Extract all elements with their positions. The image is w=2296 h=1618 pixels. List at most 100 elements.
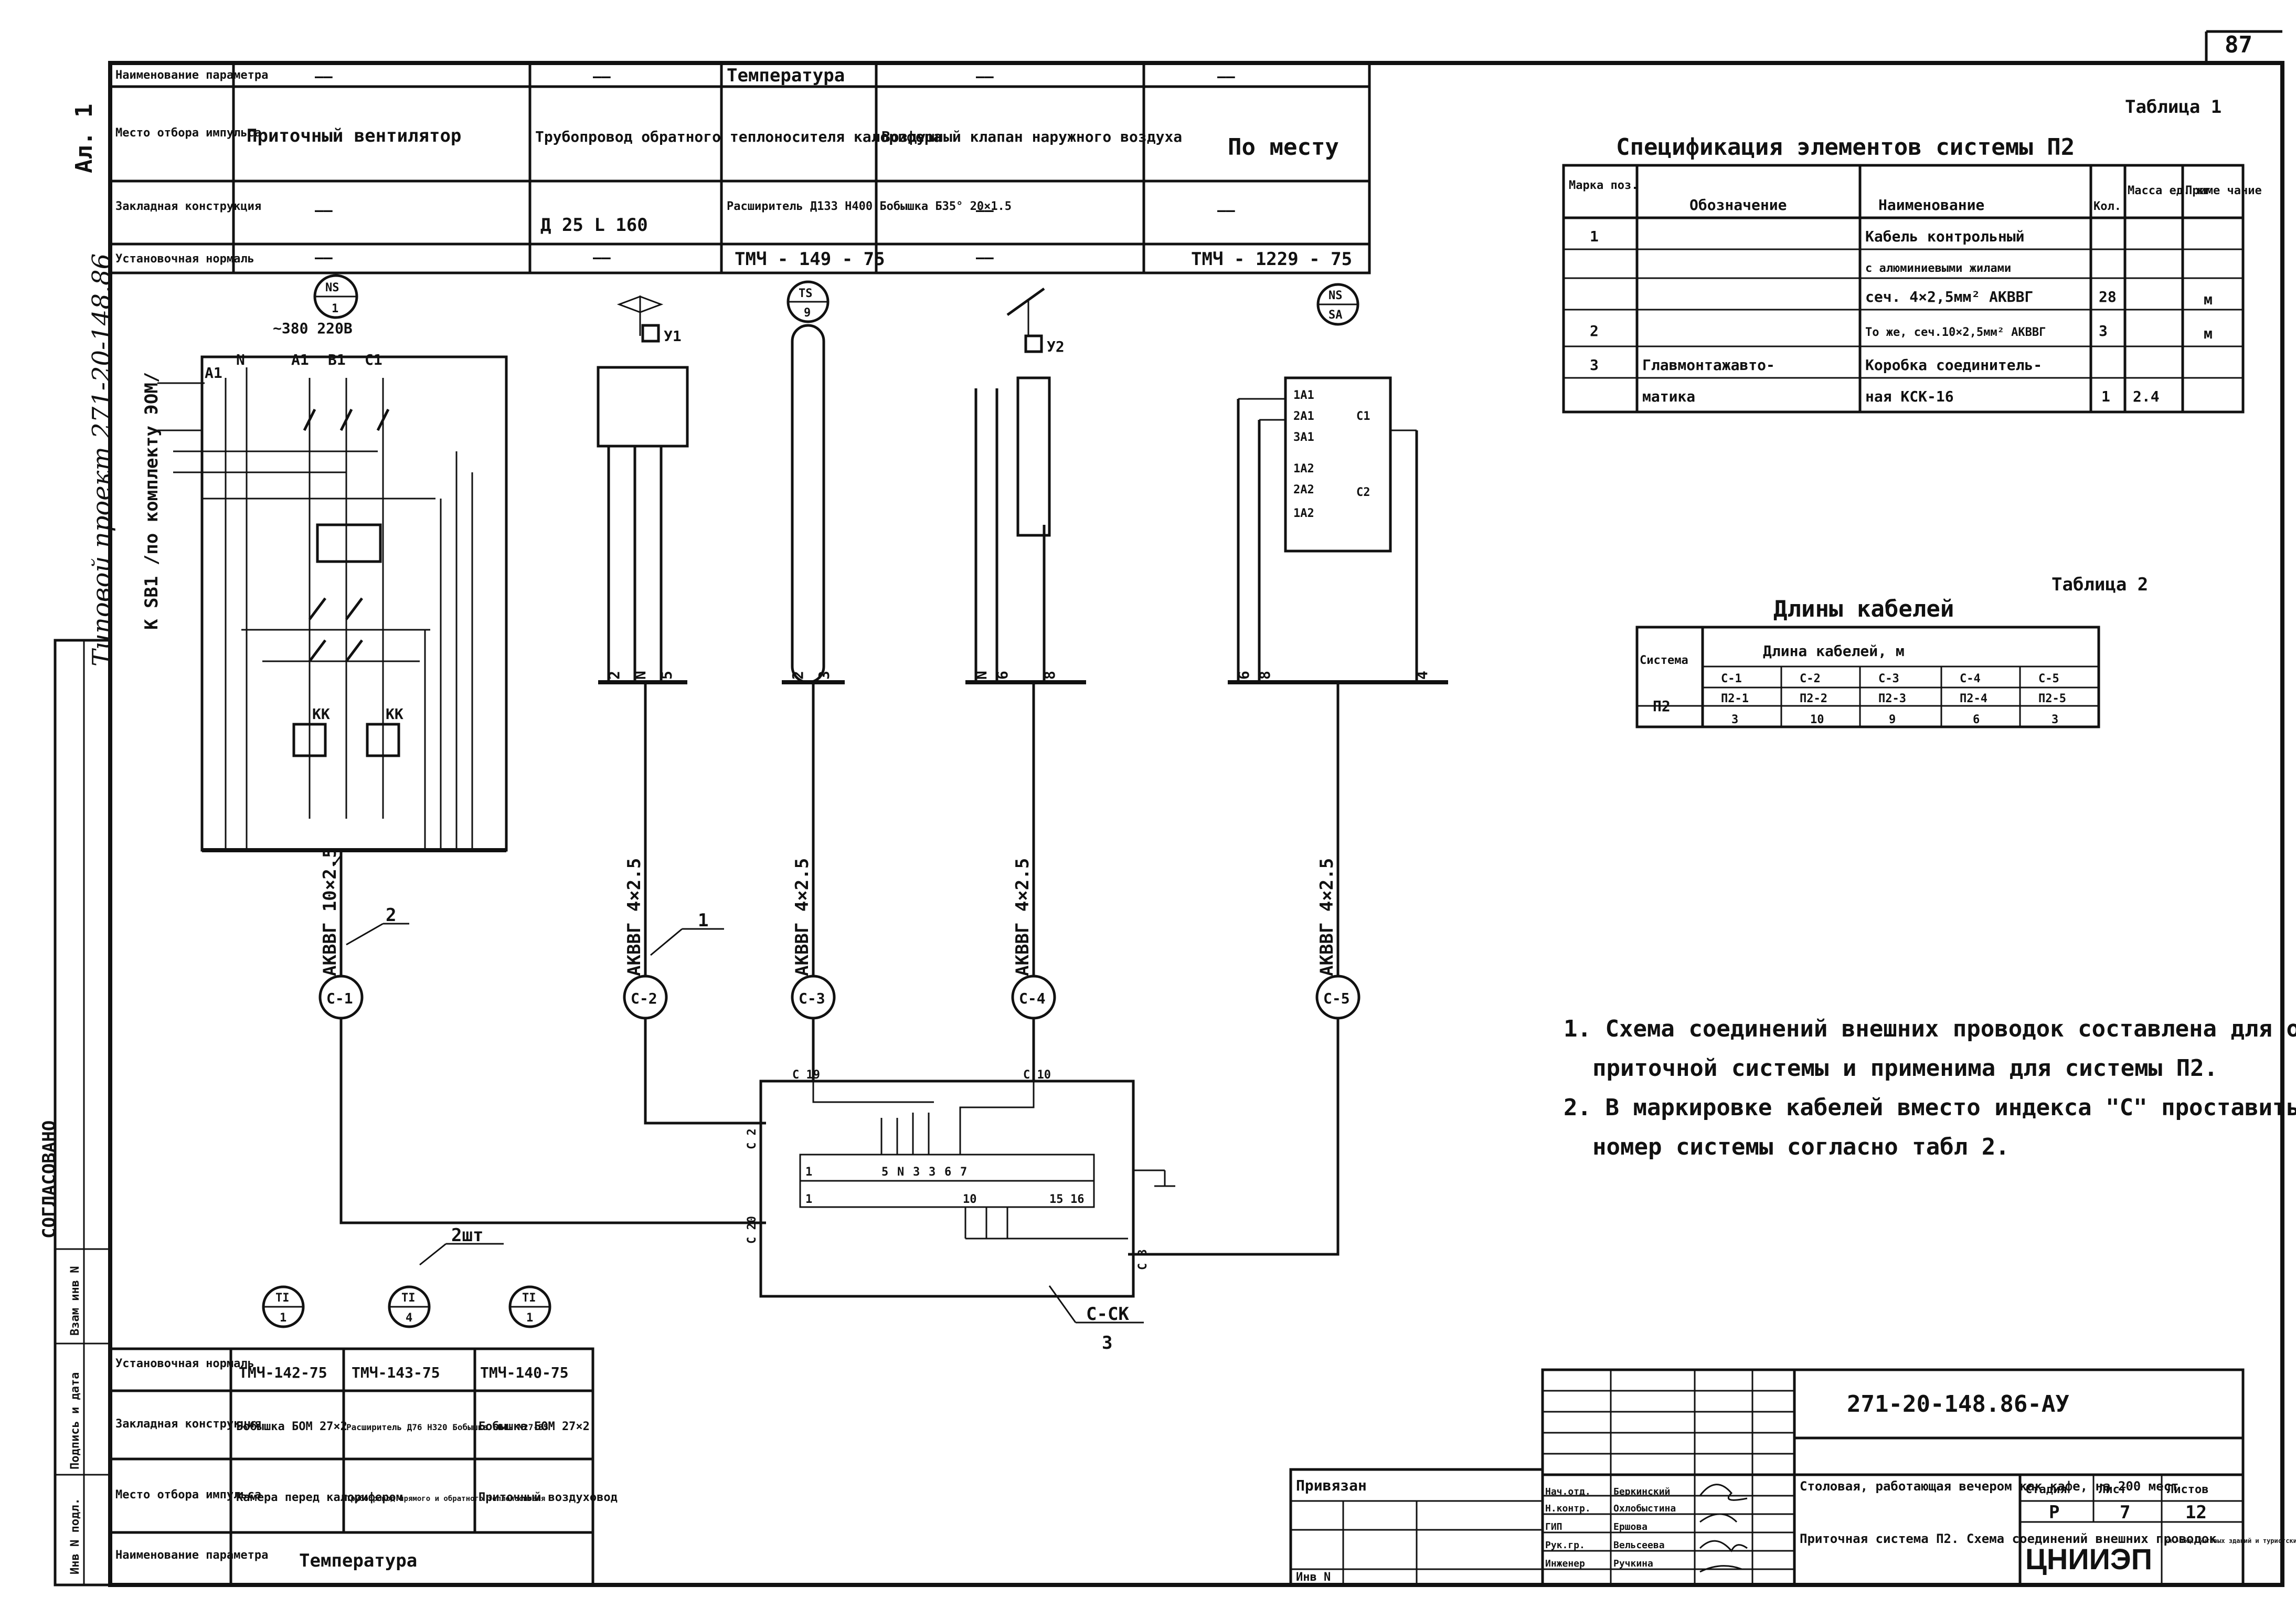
terminal-label: 5 [658,671,675,680]
terminal-label: 6 [994,671,1011,680]
valve-y1-label: У1 [664,327,682,345]
box-port: С 2 [746,1128,759,1149]
ti-tag-number: 1 [526,1312,533,1325]
row-label: Место отбора импульса [115,1488,261,1501]
cell-param: Температура [299,1550,417,1571]
cable-id: С-2 [631,990,657,1007]
row-label: Наименование параметра [115,1549,268,1562]
role-label: Инженер [1545,1558,1585,1569]
table2-value: 6 [1973,713,1980,726]
document-code: 271-20-148.86-АУ [1847,1391,2069,1418]
title-block: Привязан Инв N Нач.отд. Н.контр. ГИП Рук… [1289,1368,2296,1587]
table1-label: Таблица 1 [2125,97,2221,118]
cell-normal: ТМЧ-143-75 [352,1364,440,1381]
object-name: Столовая, работающая вечером как кафе, н… [1800,1479,2178,1494]
table2-value: 3 [1731,713,1738,726]
cell-place: Камера перед калорифером [236,1491,403,1504]
table1-cell: м [2204,325,2213,342]
ti-tags: TI 1 TI 4 TI 1 [262,1285,551,1328]
box-terminal: N [897,1166,904,1179]
table1-title: Спецификация элементов системы П2 [1616,134,2075,161]
table1-cell: с алюминиевыми жилами [1865,262,2011,275]
table1-header: Марка поз. [1569,179,1638,192]
table2-value: 3 [2051,713,2058,726]
stage-value: Р [2049,1502,2059,1523]
row-label-param: Наименование параметра [115,69,268,82]
cell-param: —— [1217,68,1235,85]
note-line: номер системы согласно табл 2. [1592,1134,2010,1160]
ti-tag-number: 1 [280,1312,286,1325]
table2-value: 10 [1810,713,1824,726]
table1-cell: сеч. 4×2,5мм² АКВВГ [1865,288,2033,305]
cell-normal: ТМЧ-142-75 [239,1364,327,1381]
cell-normal: —— [976,249,994,266]
box-terminal: 3 [913,1166,920,1179]
ns-tag-letter: NS [325,281,339,294]
table2-id: С-2 [1800,672,1821,685]
sa-terminal: 1А2 [1293,462,1314,475]
box-terminal: 6 [944,1166,951,1179]
box-terminal: 1 [805,1166,812,1179]
cell-normal: ТМЧ - 1229 - 75 [1191,249,1352,270]
cell-place: Трубопровод обратного теплоносителя кало… [535,128,942,145]
terminal-label: 8 [1041,671,1058,680]
note-line: 1. Схема соединений внешних проводок сос… [1564,1016,2296,1042]
voltage-label: ~380 220В [273,320,353,337]
cable-type: АКВВГ 4×2.5 [792,858,813,976]
org-subtitle: уч.-общ. бытовых зданий и туристских ком… [2164,1537,2296,1545]
ts-tag-letter: TS [799,287,813,300]
terminal-label: N [973,671,990,680]
cable-id: С-3 [799,990,825,1007]
stamp-inv: Инв N подл. [69,1498,82,1574]
note-line: приточной системы и применима для систем… [1592,1055,2218,1082]
cell-normal: ТМЧ-140-75 [480,1364,569,1381]
table1-cell: 2.4 [2133,388,2160,405]
table1-cell: Главмонтажавто- [1642,356,1775,374]
cell-normal: —— [315,249,333,266]
terminal-label: N [632,671,649,680]
junction-box-leader: 3 [1102,1333,1112,1353]
table2-header: Длина кабелей, м [1763,642,1905,660]
cable-type: АКВВГ 4×2.5 [1316,858,1337,976]
cell-normal: ТМЧ - 149 - 75 [735,249,885,270]
ns-sa-panel: NS SA 1А1 2А1 3А1 1А2 2А2 1А2 С1 С2 6 8 … [1228,283,1448,997]
phase-c1: C1 [365,351,382,368]
table1-cell: 1 [2101,388,2110,405]
box-port: С 20 [746,1216,759,1244]
table1-cell: Кабель контрольный [1865,228,2024,245]
cell-normal: —— [593,249,611,266]
terminal-label: 2 [605,671,623,680]
damper-actuator-icon [1024,334,1043,353]
cell-param: —— [315,68,333,85]
sa-terminal: С1 [1356,410,1370,423]
table2-name: П2-5 [2038,692,2066,705]
table1-header: Масса ед. кг [2128,184,2211,197]
stamp-replace: Взам инв N [69,1266,82,1336]
row-label: Установочная нормаль [115,1357,254,1370]
cell-place: Трубопровод прямого и обратного теплонос… [346,1495,545,1503]
sheet-header: Лист [2099,1483,2127,1496]
signatures [1699,1484,1748,1573]
cable-type: АКВВГ 4×2.5 [624,858,645,976]
sa-terminal: 1А2 [1293,507,1314,520]
page-number: 87 [2225,31,2252,58]
notes: 1. Схема соединений внешних проводок сос… [1564,1016,2296,1160]
table1-cell: матика [1642,388,1695,405]
cable-id: С-1 [326,990,353,1007]
table1-cell: ная КСК-16 [1865,388,1954,405]
cell-place: Воздушный клапан наружного воздуха [881,128,1182,145]
valve-y1-panel: У1 2 N 5 [597,295,689,997]
box-terminal: 1 [805,1193,812,1206]
table2-name: П2-1 [1721,692,1749,705]
box-terminal: 16 [1070,1193,1085,1206]
cell-param: —— [976,68,994,85]
person-name: Охлобыстина [1613,1503,1676,1514]
junction-box: 1 5 N 3 3 6 7 1 10 15 16 С 19 С 10 С 2 С… [746,1069,1175,1353]
panel-note: К SB1 /по комплекту ЭОМ/ [141,372,162,630]
box-terminal: 5 [881,1166,888,1179]
box-terminal: 15 [1049,1193,1064,1206]
table1-cell: То же, сеч.10×2,5мм² АКВВГ [1865,326,2046,339]
box-terminal: 10 [963,1193,977,1206]
person-name: Вельсеева [1613,1540,1665,1551]
